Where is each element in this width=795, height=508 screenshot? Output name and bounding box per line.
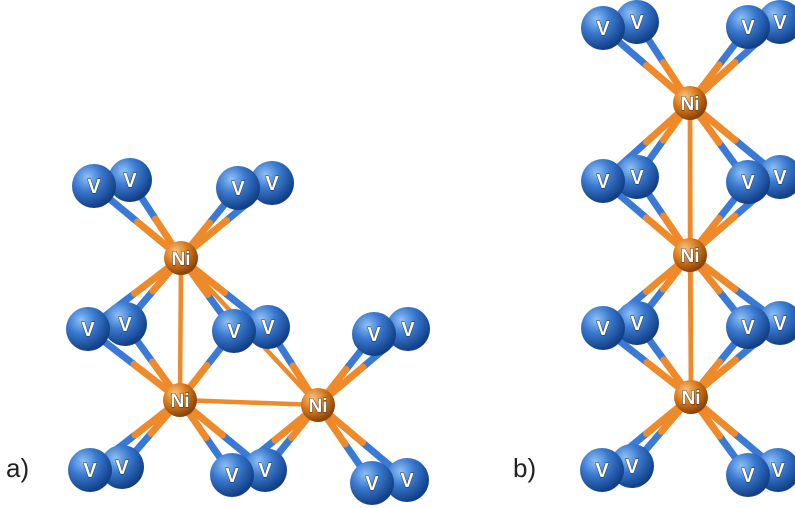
vanadium-atom-label: V <box>118 314 132 336</box>
vanadium-atom-label: V <box>771 460 785 482</box>
vanadium-atom-label: V <box>365 473 379 495</box>
vanadium-atom: V <box>726 160 770 204</box>
vanadium-atom-label: V <box>630 313 644 335</box>
vanadium-atom-label: V <box>258 460 272 482</box>
vanadium-atom-label: V <box>596 318 610 340</box>
vanadium-atom: V <box>212 309 256 353</box>
vanadium-atom-label: V <box>367 324 381 346</box>
vanadium-atom-label: V <box>630 12 644 34</box>
vanadium-atom-label: V <box>630 167 644 189</box>
vanadium-atom-label: V <box>773 167 787 189</box>
vanadium-atom: V <box>72 164 116 208</box>
vanadium-atom-label: V <box>227 321 241 343</box>
panel-label-b: b) <box>513 453 536 483</box>
vanadium-atom: V <box>726 453 770 497</box>
vanadium-atom: V <box>246 305 290 349</box>
vanadium-atom: V <box>66 307 110 351</box>
nickel-atom-label: Ni <box>172 249 191 270</box>
vanadium-atom: V <box>581 306 625 350</box>
vanadium-atom: V <box>103 302 147 346</box>
vanadium-atom-label: V <box>625 456 639 478</box>
nickel-atom: Ni <box>674 380 708 414</box>
vanadium-atom: V <box>68 448 112 492</box>
vanadium-atom: V <box>385 458 429 502</box>
vanadium-atom-label: V <box>83 460 97 482</box>
vanadium-atom-label: V <box>225 465 239 487</box>
nickel-atom-label: Ni <box>682 388 701 409</box>
vanadium-atom-label: V <box>123 170 137 192</box>
vanadium-atom: V <box>758 0 795 44</box>
vanadium-atom-label: V <box>261 317 275 339</box>
vanadium-atom: V <box>581 6 625 50</box>
vanadium-atom: V <box>350 461 394 505</box>
ni-ni-bond <box>177 255 184 403</box>
nickel-atom: Ni <box>163 383 197 417</box>
nickel-atom-label: Ni <box>171 391 190 412</box>
nickel-atom: Ni <box>301 388 335 422</box>
nickel-atom-label: Ni <box>309 396 328 417</box>
vanadium-atom: V <box>581 159 625 203</box>
vanadium-atom-label: V <box>81 319 95 341</box>
vanadium-atom: V <box>250 161 294 205</box>
vanadium-atom-label: V <box>773 12 787 34</box>
vanadium-atom: V <box>210 453 254 497</box>
ni-ni-bond <box>687 252 694 400</box>
vanadium-atom: V <box>352 312 396 356</box>
vanadium-atom-label: V <box>400 470 414 492</box>
panel-label-a: a) <box>6 453 29 483</box>
nickel-atom: Ni <box>673 86 707 120</box>
vanadium-atom-label: V <box>741 317 755 339</box>
nickel-atom-label: Ni <box>681 246 700 267</box>
vanadium-atom: V <box>216 166 260 210</box>
vanadium-atom: V <box>615 0 659 44</box>
vanadium-atom-label: V <box>595 460 609 482</box>
vanadium-atom-label: V <box>741 465 755 487</box>
vanadium-atom-label: V <box>115 457 129 479</box>
nickel-atom-label: Ni <box>681 94 700 115</box>
vanadium-atom: V <box>580 448 624 492</box>
vanadium-atom: V <box>386 307 430 351</box>
vanadium-atom-label: V <box>87 176 101 198</box>
vanadium-atom: V <box>108 158 152 202</box>
nickel-atom: Ni <box>164 241 198 275</box>
vanadium-atom-label: V <box>596 18 610 40</box>
vanadium-atom: V <box>726 5 770 49</box>
vanadium-atom-label: V <box>401 319 415 341</box>
vanadium-atom-label: V <box>741 172 755 194</box>
vanadium-atom: V <box>243 448 287 492</box>
vanadium-atom-label: V <box>231 178 245 200</box>
ni-ni-bond <box>177 397 321 408</box>
vanadium-atom-label: V <box>596 171 610 193</box>
vanadium-atom-label: V <box>265 173 279 195</box>
vanadium-atom-label: V <box>773 313 787 335</box>
vanadium-atom: V <box>615 155 659 199</box>
nickel-atom: Ni <box>673 238 707 272</box>
vanadium-atom: V <box>726 305 770 349</box>
vanadium-atom: V <box>100 445 144 489</box>
vanadium-atom-label: V <box>741 17 755 39</box>
vanadium-atom: V <box>615 301 659 345</box>
